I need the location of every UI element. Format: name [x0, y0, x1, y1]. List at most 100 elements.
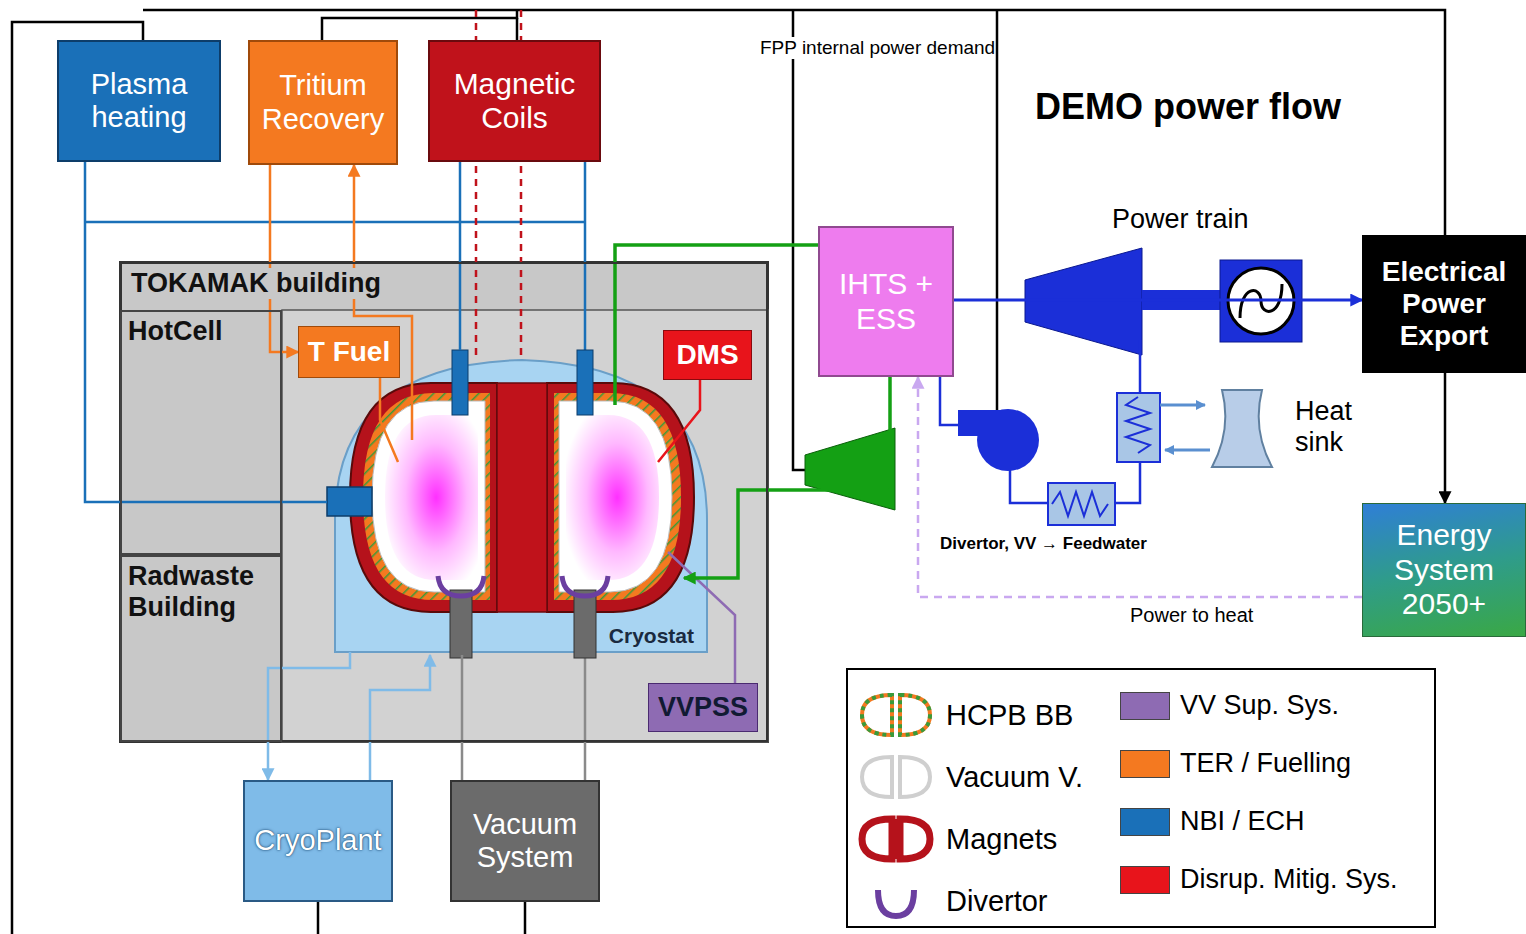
drawing-part: [862, 757, 892, 797]
drawing-part: [372, 401, 485, 592]
node-text: HotCell: [128, 316, 223, 347]
node-text: Tritium Recovery: [256, 69, 390, 136]
legend-item: Disrup. Mitig. Sys.: [1120, 864, 1398, 895]
room-region: Radwaste Building: [120, 555, 282, 742]
node-text: CryoPlant: [254, 824, 381, 857]
legend-item: NBI / ECH: [1120, 806, 1305, 837]
system-box: Energy System 2050+: [1362, 503, 1526, 637]
drawing-part: [577, 350, 593, 415]
drawing-part: [805, 428, 895, 510]
drawing-part: [1115, 462, 1140, 503]
drawing-part: [547, 383, 694, 612]
legend-item: Vacuum V.: [856, 752, 1083, 802]
drawing-part: [878, 890, 914, 916]
system-box: Electrical Power Export: [1362, 235, 1526, 373]
legend-text: VV Sup. Sys.: [1180, 690, 1339, 721]
node-text: Electrical Power Export: [1368, 256, 1520, 353]
connector: [954, 299, 1362, 302]
legend-swatch: [1120, 750, 1170, 778]
cryostat-region: Cryostat: [335, 360, 707, 652]
system-box: Magnetic Coils: [428, 40, 601, 162]
drawing-part: [1126, 397, 1150, 453]
drawing-part: [1160, 404, 1205, 407]
drawing-part: [1212, 390, 1272, 467]
connector: [658, 380, 700, 462]
drawing-part: [554, 393, 681, 600]
drawing-part: [958, 410, 1002, 436]
legend-item: Magnets: [856, 814, 1057, 864]
drawing-part: [559, 401, 672, 592]
node-text: DMS: [676, 339, 738, 371]
legend-item: TER / Fuelling: [1120, 748, 1351, 779]
connector-label: Power to heat: [1130, 604, 1253, 627]
system-box: Plasma heating: [57, 40, 221, 162]
connector: [615, 245, 818, 405]
drawing-part: [574, 590, 596, 658]
drawing-part: [900, 819, 930, 859]
legend-text: Disrup. Mitig. Sys.: [1180, 864, 1398, 895]
drawing-part: [85, 162, 585, 352]
legend-sample: [856, 690, 936, 740]
drawing-part: [900, 757, 930, 797]
system-box: DMS: [663, 330, 752, 380]
node-text: IHTS + ESS: [826, 267, 946, 336]
legend-text: Divertor: [946, 885, 1048, 918]
connector: [461, 655, 464, 780]
legend-sample: [856, 752, 936, 802]
drawing-part: [1010, 470, 1048, 503]
node-text: Energy System 2050+: [1369, 518, 1519, 622]
annotation-label: Power train: [1112, 204, 1249, 235]
node-text: TOKAMAK building: [128, 268, 384, 299]
drawing-part: [862, 819, 892, 859]
legend-swatch: [1120, 808, 1170, 836]
drawing-part: [385, 415, 478, 580]
legend-text: HCPB BB: [946, 699, 1073, 732]
drawing-part: [1117, 393, 1160, 462]
drawing-part: [566, 415, 659, 580]
legend-item: HCPB BB: [856, 690, 1073, 740]
legend-text: Vacuum V.: [946, 761, 1083, 794]
drawing-part: [450, 590, 472, 658]
legend-sample: [856, 876, 936, 926]
drawing-part: [335, 360, 707, 652]
drawing-part: [940, 377, 958, 425]
drawing-part: [1048, 483, 1115, 525]
drawing-part: [282, 310, 768, 742]
system-box: CryoPlant: [243, 780, 393, 902]
legend-box: HCPB BB Vacuum V. MagnetsDivertor VV Sup. S…: [846, 668, 1436, 928]
drawing-part: [1165, 449, 1210, 452]
drawing-part: [862, 695, 892, 735]
system-box: T Fuel: [298, 326, 400, 378]
legend-item: Divertor: [856, 876, 1048, 926]
drawing-part: [497, 383, 547, 612]
legend-text: Magnets: [946, 823, 1057, 856]
node-text: Cryostat: [606, 624, 697, 648]
legend-swatch: [1120, 692, 1170, 720]
drawing-part: [524, 902, 527, 934]
drawing-part: [862, 695, 892, 735]
drawing-part: [322, 10, 517, 40]
drawing-part: [320, 690, 392, 742]
drawing-part: [793, 10, 805, 470]
drawing-part: [890, 819, 902, 859]
drawing-part: [1139, 340, 1142, 393]
annotation-label: FPP internal power demand: [760, 37, 995, 59]
node-text: Plasma heating: [65, 68, 213, 135]
drawing-part: [317, 902, 320, 934]
room-region: HotCell: [120, 310, 282, 555]
system-box: VVPSS: [648, 683, 758, 732]
node-text: Radwaste Building: [128, 561, 274, 623]
legend-item: VV Sup. Sys.: [1120, 690, 1339, 721]
connector: [668, 552, 735, 683]
drawing-part: [1052, 492, 1108, 516]
drawing-part: [584, 655, 587, 780]
drawing-part: [562, 576, 608, 596]
building-region: TOKAMAK buildingHotCell T Fuel DMS Radwaste…: [120, 262, 768, 742]
node-text: VVPSS: [658, 692, 748, 723]
connector: [270, 165, 298, 352]
annotation-label: Divertor, VV → Feedwater: [940, 534, 1147, 554]
drawing-part: [452, 350, 468, 415]
drawing-part: [996, 10, 999, 420]
node-text: T Fuel: [308, 336, 390, 368]
connector: [1444, 373, 1447, 503]
